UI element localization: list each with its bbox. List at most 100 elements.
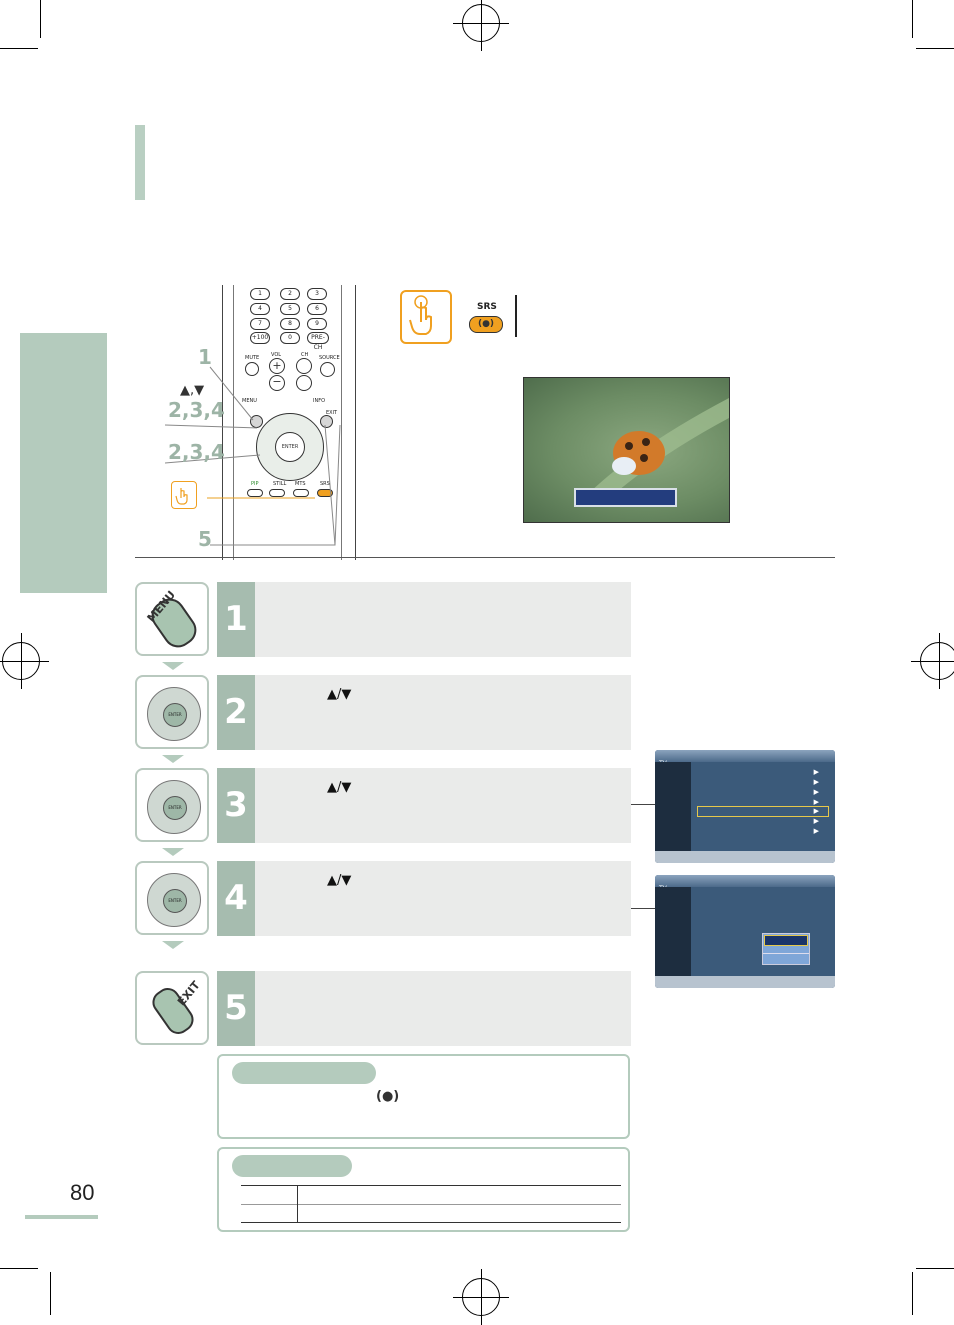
step-text: ▲/▼ — [327, 687, 352, 702]
tv-menu-selected-item — [697, 806, 829, 817]
table-rule — [241, 1222, 621, 1223]
table-column-divider — [297, 1185, 298, 1222]
tv-menu-screen-2: TV — [655, 875, 835, 988]
step1-menu-icon-box: MENU — [135, 582, 209, 656]
step-flow-arrow — [162, 941, 184, 949]
dpad-icon: ENTER — [147, 687, 201, 741]
crop-mark — [0, 48, 38, 49]
tv-screen-image — [523, 377, 730, 523]
key-pre-ch: PRE-CH — [307, 332, 329, 351]
mute-label: MUTE — [245, 355, 260, 361]
crop-mark — [50, 1272, 51, 1315]
step-row-3: 3 ▲/▼ — [217, 768, 631, 843]
submenu-arrow-icon: ▶ — [813, 798, 819, 806]
dpad-icon: ENTER — [147, 780, 201, 834]
vol-label: VOL — [271, 352, 282, 358]
connector-line — [631, 908, 655, 909]
tv-menu-footer — [655, 976, 835, 988]
key-5: 5 — [280, 303, 300, 315]
remote-enter-label: ENTER — [281, 444, 299, 450]
pip-label: PIP — [251, 481, 259, 487]
submenu-arrow-icon: ▶ — [813, 817, 819, 825]
key-9: 9 — [307, 318, 327, 330]
srs-callout-label: SRS — [477, 302, 497, 312]
enter-icon-label: ENTER — [163, 703, 187, 727]
srs-callout-symbol: (●) — [477, 319, 495, 329]
source-label: SOURCE — [319, 355, 340, 361]
note-heading-pill — [232, 1062, 376, 1084]
step2-enter-icon-box: ENTER — [135, 675, 209, 749]
connector-line — [631, 804, 655, 805]
remote-step-label-234b: 2,3,4 — [168, 440, 225, 464]
key-0: 0 — [280, 332, 300, 344]
table-rule — [241, 1185, 621, 1186]
still-label: STILL — [273, 481, 287, 487]
srs-button — [317, 489, 333, 497]
remote-dpad: ENTER — [256, 413, 324, 481]
step-number: 1 — [217, 582, 255, 657]
remote-step-label-234a: 2,3,4 — [168, 398, 225, 422]
vol-down-button: − — [269, 375, 285, 391]
registration-mark — [453, 0, 509, 51]
step-number: 2 — [217, 675, 255, 750]
mts-button — [293, 489, 309, 497]
step-flow-arrow — [162, 755, 184, 763]
menu-label: MENU — [242, 398, 257, 404]
section-divider — [135, 557, 835, 558]
tv-menu-sidebar — [655, 762, 691, 851]
ch-up-button — [296, 358, 312, 374]
ch-down-button — [296, 375, 312, 391]
remote-inner-edge — [341, 285, 342, 560]
mute-button — [245, 362, 259, 376]
crop-mark — [912, 1272, 913, 1315]
crop-mark — [0, 1268, 38, 1269]
step-number: 5 — [217, 971, 255, 1046]
crop-mark — [916, 1268, 954, 1269]
table-rule — [241, 1204, 621, 1205]
step-text: ▲/▼ — [327, 873, 352, 888]
mts-label: MTS — [295, 481, 306, 487]
vol-up-button: + — [269, 358, 285, 374]
registration-mark — [453, 1269, 509, 1325]
note-heading-pill — [232, 1155, 352, 1177]
crop-mark — [916, 48, 954, 49]
ch-label: CH — [301, 352, 309, 358]
note-box-2 — [217, 1147, 630, 1232]
ladybug-illustration — [584, 398, 729, 503]
exit-button — [320, 415, 333, 428]
key-plus100: +100 — [250, 332, 270, 344]
remote-inner-edge — [233, 285, 234, 560]
remote-step-label-arrows: ▲,▼ — [180, 383, 205, 398]
step-flow-arrow — [162, 848, 184, 856]
step-row-5: 5 — [217, 971, 631, 1046]
step-text: ▲/▼ — [327, 780, 352, 795]
tv-osd-bar — [574, 488, 677, 507]
step3-enter-icon-box: ENTER — [135, 768, 209, 842]
still-button — [269, 489, 285, 497]
remote-enter-button: ENTER — [275, 432, 305, 462]
pip-button — [247, 489, 263, 497]
chapter-side-tab — [20, 333, 107, 593]
step5-exit-icon-box: EXIT — [135, 971, 209, 1045]
exit-icon-label: EXIT — [174, 978, 203, 1009]
title-accent-bar — [135, 125, 145, 200]
crop-mark — [40, 0, 41, 38]
step-number: 3 — [217, 768, 255, 843]
crop-mark — [912, 0, 913, 38]
submenu-arrow-icon: ▶ — [813, 788, 819, 796]
step-row-2: 2 ▲/▼ — [217, 675, 631, 750]
note-table — [241, 1185, 621, 1223]
step-number: 4 — [217, 861, 255, 936]
info-label: INFO — [313, 398, 326, 404]
note-box-1: (●) — [217, 1054, 630, 1139]
key-6: 6 — [307, 303, 327, 315]
remote-control: 1 2 3 4 5 6 7 8 9 +100 0 PRE-CH MUTE VOL… — [222, 285, 356, 560]
tv-option-selected — [764, 935, 808, 946]
submenu-arrow-icon: ▶ — [813, 827, 819, 835]
submenu-arrow-icon: ▶ — [813, 768, 819, 776]
tv-menu-sidebar — [655, 887, 691, 976]
key-1: 1 — [250, 288, 270, 300]
srs-callout-button: (●) — [469, 316, 503, 333]
key-8: 8 — [280, 318, 300, 330]
tv-menu-header: TV — [655, 750, 835, 767]
